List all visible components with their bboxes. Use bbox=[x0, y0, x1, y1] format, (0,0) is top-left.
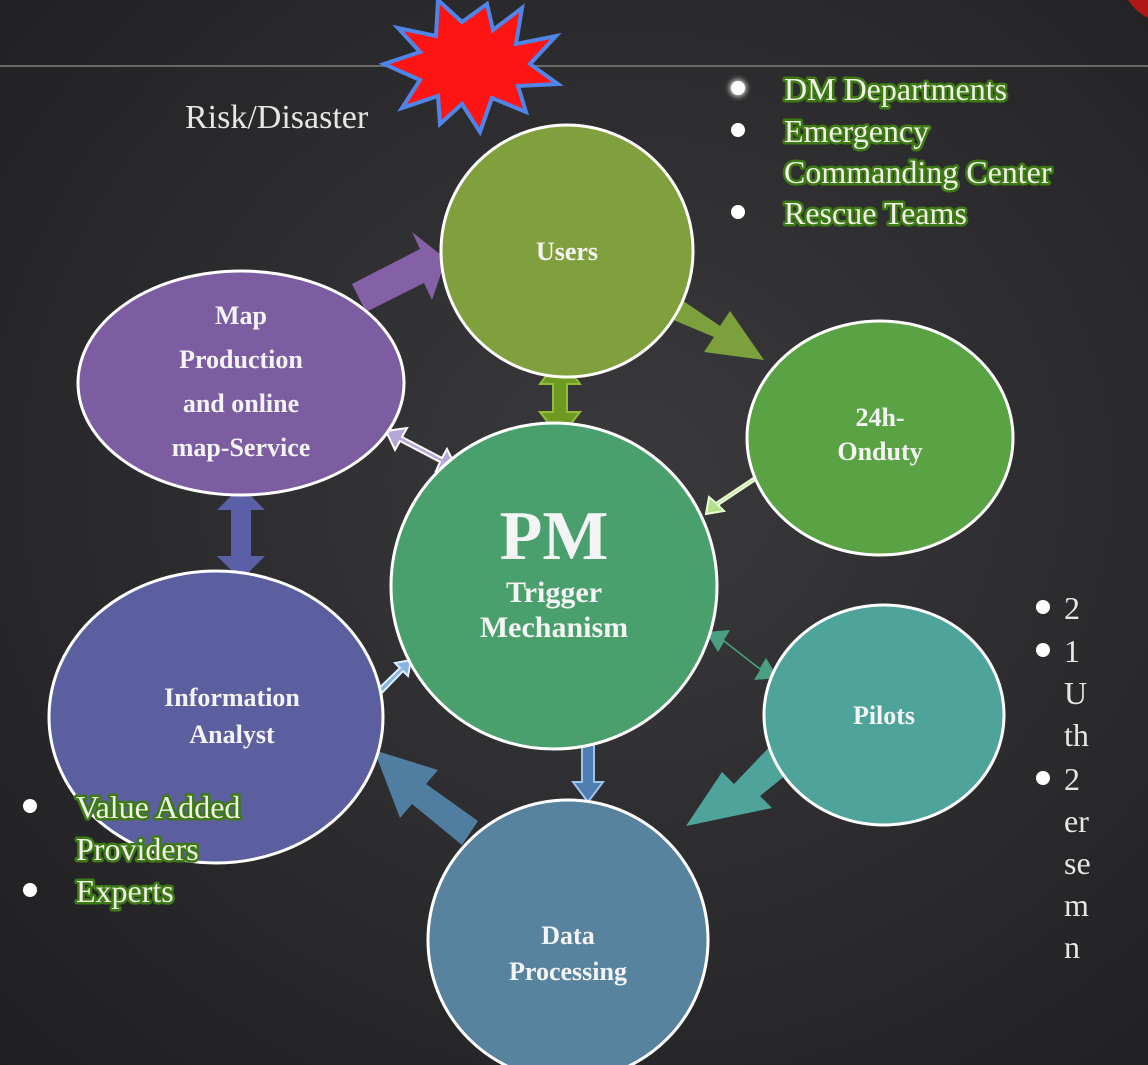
node-map-line-1: Map bbox=[215, 301, 267, 330]
double-arrow-map-analyst bbox=[217, 486, 265, 580]
right-fragment-5: 2 bbox=[1064, 761, 1080, 797]
node-map-production: Map Production and online map-Service bbox=[76, 269, 406, 497]
users-bullet-1: DM Departments bbox=[784, 71, 1007, 107]
double-arrow-center-pilots bbox=[706, 630, 778, 680]
center-line-1: Trigger bbox=[506, 576, 602, 609]
bullet-icon bbox=[1036, 600, 1050, 614]
bullet-icon bbox=[1036, 771, 1050, 785]
right-fragment-3: U bbox=[1064, 675, 1087, 711]
right-fragment-1: 2 bbox=[1064, 590, 1080, 626]
corner-accent bbox=[1128, 0, 1148, 18]
right-fragment-8: m bbox=[1064, 887, 1089, 923]
providers-bullet-2: Experts bbox=[76, 873, 174, 909]
arrow-users-to-onduty bbox=[664, 296, 764, 360]
node-pilots-label: Pilots bbox=[853, 701, 915, 730]
users-bullet-2b: Commanding Center bbox=[784, 154, 1052, 190]
center-title: PM bbox=[500, 498, 609, 575]
node-center-pm: PM Trigger Mechanism bbox=[389, 421, 719, 751]
node-data-processing: Data Processing bbox=[426, 798, 710, 1065]
bullet-icon bbox=[1036, 643, 1050, 657]
arrow-data-to-analyst bbox=[374, 750, 478, 845]
arrow-map-to-users bbox=[352, 232, 446, 312]
right-fragment-2: 1 bbox=[1064, 633, 1080, 669]
right-fragment-7: se bbox=[1064, 845, 1091, 881]
node-onduty-line-2: Onduty bbox=[837, 437, 922, 466]
risk-disaster-label: Risk/Disaster bbox=[185, 99, 369, 136]
bullet-icon bbox=[731, 81, 745, 95]
node-map-line-3: and online bbox=[183, 389, 299, 418]
right-fragment-4: th bbox=[1064, 717, 1089, 753]
right-fragment-9: n bbox=[1064, 929, 1080, 965]
risk-burst-icon bbox=[378, 0, 564, 137]
node-data-line-2: Processing bbox=[509, 957, 627, 986]
providers-bullet-list: Value Added Providers Experts bbox=[23, 787, 243, 912]
node-users-label: Users bbox=[536, 237, 598, 266]
center-line-2: Mechanism bbox=[480, 611, 628, 644]
users-bullet-list: DM Departments Emergency Commanding Cent… bbox=[730, 69, 1054, 234]
bullet-icon bbox=[23, 799, 37, 813]
users-bullet-2a: Emergency bbox=[784, 113, 929, 149]
node-onduty-line-1: 24h- bbox=[855, 403, 904, 432]
bullet-icon bbox=[23, 883, 37, 897]
users-bullet-3: Rescue Teams bbox=[784, 195, 967, 231]
node-map-line-2: Production bbox=[179, 345, 303, 374]
node-pilots: Pilots bbox=[762, 603, 1006, 827]
node-users: Users bbox=[439, 123, 695, 379]
bullet-icon bbox=[731, 123, 745, 137]
right-fragment-6: er bbox=[1064, 803, 1089, 839]
bullet-icon bbox=[731, 205, 745, 219]
providers-bullet-1a: Value Added bbox=[76, 789, 240, 825]
node-analyst-line-1: Information bbox=[164, 683, 300, 712]
providers-bullet-1b: Providers bbox=[76, 831, 199, 867]
node-map-line-4: map-Service bbox=[172, 433, 311, 462]
node-analyst-line-2: Analyst bbox=[189, 720, 275, 749]
right-truncated-list: 2 1 U th 2 er se m n bbox=[1036, 590, 1091, 965]
node-onduty: 24h- Onduty bbox=[745, 319, 1015, 557]
node-information-analyst: Information Analyst bbox=[47, 569, 385, 865]
node-data-line-1: Data bbox=[541, 921, 594, 950]
